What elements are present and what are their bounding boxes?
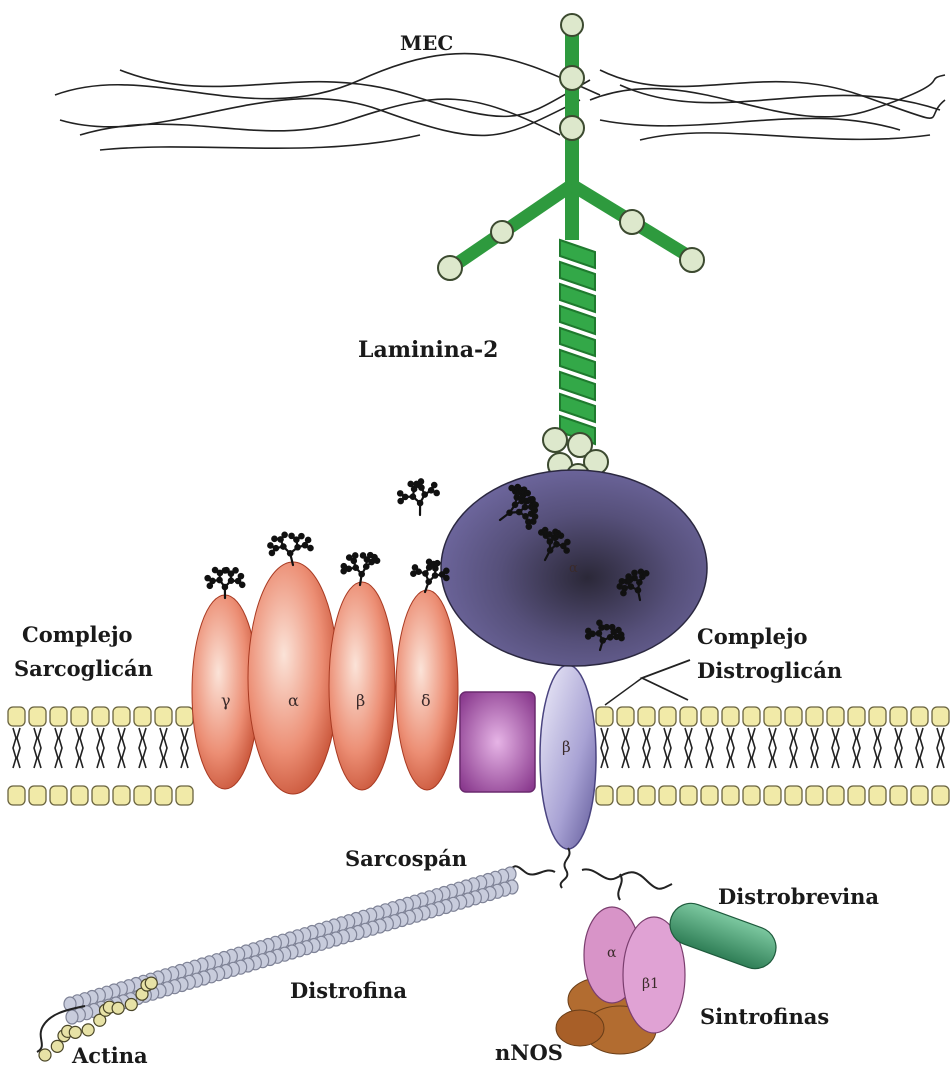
sarcoglycan-delta [396,590,458,790]
laminin-2 [438,14,704,486]
label-sarcoglican-line1: Complejo [22,622,133,647]
sg-delta-symbol: δ [421,691,431,710]
ecm-fibres [55,54,945,150]
sarcoglycan-beta [329,582,395,790]
sarcoglycan-alpha [248,562,338,794]
label-distroglican-line1: Complejo [697,624,808,649]
sg-beta-symbol: β [356,691,365,710]
label-mec: MEC [400,31,453,55]
dystrophin [37,848,570,1052]
dystroglycan-beta [540,665,596,849]
label-laminina: Laminina-2 [358,337,498,363]
label-sarcospan: Sarcospán [345,846,467,871]
label-distroglican-line2: Distroglicán [697,658,842,683]
nnos-3 [556,1010,604,1046]
label-sarcoglican-line2: Sarcoglicán [14,656,153,681]
label-nnos: nNOS [495,1040,563,1065]
label-actina: Actina [71,1043,148,1068]
sg-gamma-symbol: γ [221,691,231,710]
dg-alpha-symbol: α [569,561,578,576]
label-distrobrevina: Distrobrevina [718,884,879,909]
dg-beta-symbol: β [562,738,571,756]
sarcospan-block [460,692,535,792]
syn-beta1-symbol: β1 [642,976,659,992]
label-sintrofinas: Sintrofinas [700,1004,829,1029]
label-distrofina: Distrofina [290,978,407,1003]
syn-alpha-symbol: α [607,945,617,961]
sarcoglycan-complex: γ α β δ [192,562,458,794]
sg-alpha-symbol: α [288,691,299,710]
